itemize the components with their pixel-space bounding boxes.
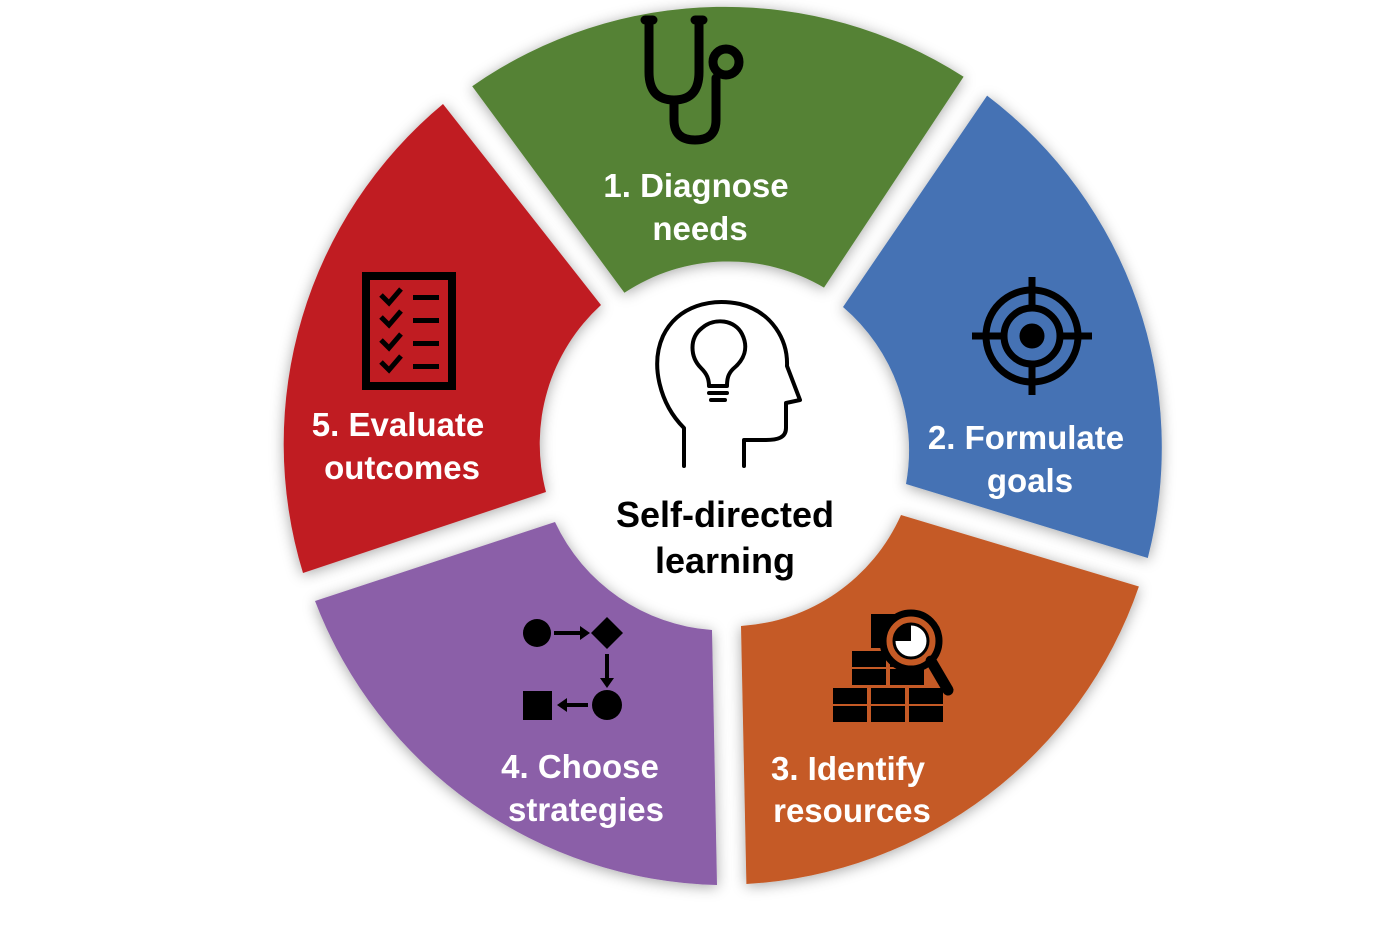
flowchart-icon	[523, 617, 623, 720]
segment-formulate-line2: goals	[987, 462, 1073, 499]
segment-choose-line2: strategies	[508, 791, 664, 828]
segment-formulate-goals: 2. Formulate goals	[843, 95, 1162, 558]
segment-choose-strategies: 4. Choose strategies	[315, 522, 717, 885]
center-title-line2: learning	[655, 540, 795, 581]
segment-formulate-line1: 2. Formulate	[928, 419, 1124, 456]
segment-identify-resources: 3. Identify resources	[741, 515, 1139, 884]
segment-diagnose-line1: 1. Diagnose	[603, 167, 788, 204]
center-title-line1: Self-directed	[616, 494, 834, 535]
segment-identify-line1: 3. Identify	[771, 750, 926, 787]
center-hub: Self-directed learning	[616, 300, 834, 581]
segment-diagnose-shape	[472, 6, 964, 293]
segment-choose-shape	[315, 522, 717, 885]
target-icon	[972, 277, 1092, 395]
head-lightbulb-icon	[655, 300, 802, 468]
segment-evaluate-line2: outcomes	[324, 449, 480, 486]
segment-diagnose-line2: needs	[652, 210, 747, 247]
segment-identify-line2: resources	[773, 792, 931, 829]
segment-choose-line1: 4. Choose	[501, 748, 659, 785]
segment-evaluate-outcomes: 5. Evaluate outcomes	[283, 104, 601, 573]
segment-evaluate-line1: 5. Evaluate	[312, 406, 484, 443]
boxes-magnifier-icon	[833, 609, 954, 722]
checklist-icon	[362, 272, 456, 390]
stethoscope-icon	[640, 15, 744, 145]
segment-evaluate-shape	[283, 104, 601, 573]
segment-diagnose-needs: 1. Diagnose needs	[472, 6, 964, 293]
